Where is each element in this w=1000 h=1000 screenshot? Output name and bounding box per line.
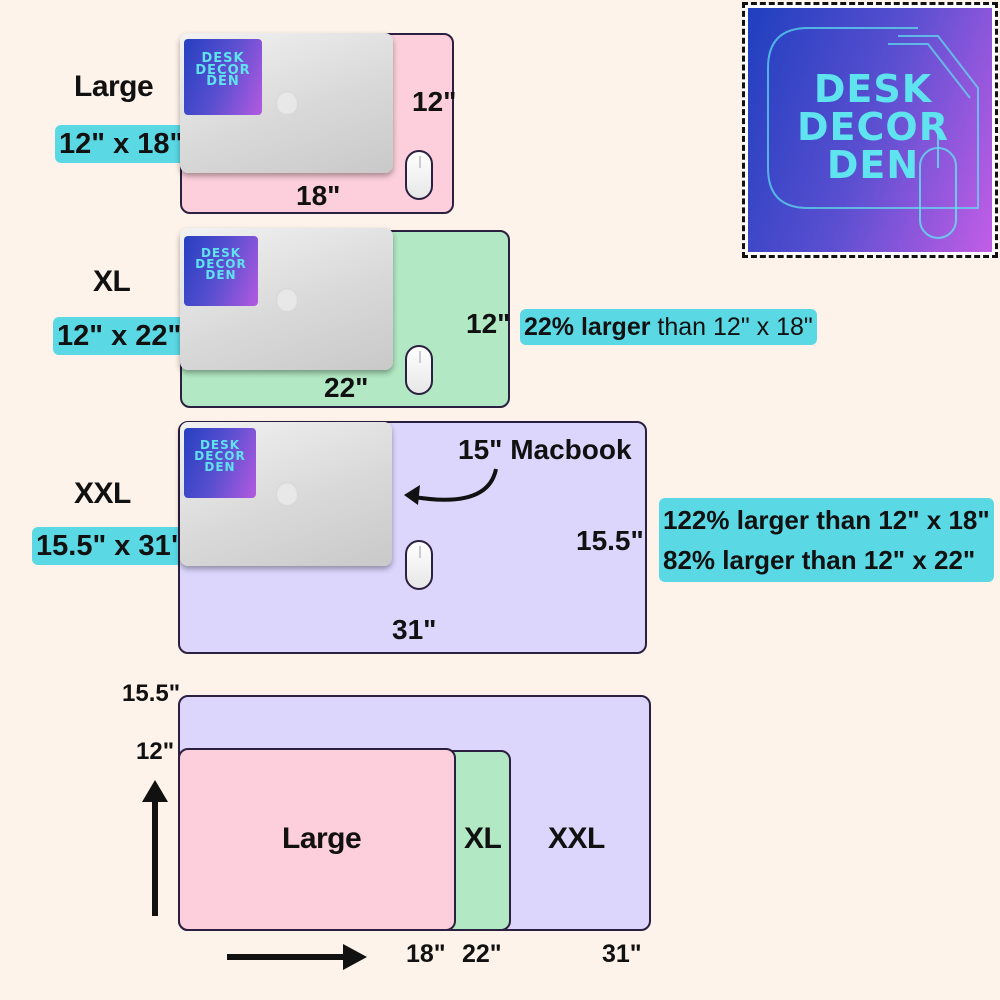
brand-line-1: DESK — [813, 67, 933, 111]
xxl-compare-line-2: 82% larger than 12" x 22" — [663, 545, 976, 575]
compare-xxl-label: XXL — [548, 822, 605, 855]
large-width-label: 18" — [296, 180, 341, 211]
apple-logo-icon — [276, 482, 298, 506]
macbook-callout: 15" Macbook — [458, 434, 632, 465]
compare-large-label: Large — [282, 822, 362, 855]
mouse-image — [405, 540, 433, 590]
apple-logo-icon — [276, 91, 298, 115]
xxl-width-label: 31" — [392, 614, 437, 645]
compare-large-rect — [178, 748, 456, 931]
xxl-compare-badge: 122% larger than 12" x 18" 82% larger th… — [659, 498, 994, 582]
mouse-image — [405, 345, 433, 395]
xl-compare-bold: 22% larger — [524, 313, 651, 341]
y-axis-label-top: 15.5" — [122, 680, 181, 707]
xl-dims-badge: 12" x 22" — [53, 317, 186, 355]
large-title: Large — [74, 70, 154, 103]
xxl-dims-badge: 15.5" x 31" — [32, 527, 189, 565]
mouse-image — [405, 150, 433, 200]
xxl-compare-line-1: 122% larger than 12" x 18" — [663, 505, 990, 535]
y-axis-label-mid: 12" — [136, 738, 175, 765]
compare-xl-label: XL — [464, 822, 502, 855]
brand-logo: DESK DECOR DEN — [742, 2, 998, 258]
arrow-right-icon — [227, 944, 367, 970]
x-axis-label-31: 31" — [602, 940, 642, 968]
large-dims-badge: 12" x 18" — [55, 125, 188, 163]
brand-line-2: DECOR — [797, 105, 949, 149]
xl-compare-badge: 22% larger than 12" x 18" — [520, 309, 817, 345]
xxl-height-label: 15.5" — [576, 525, 644, 556]
xl-width-label: 22" — [324, 372, 369, 403]
brand-line-3: DEN — [826, 143, 920, 187]
arrow-up-icon — [142, 780, 168, 916]
apple-logo-icon — [276, 288, 298, 312]
xl-compare-rest: than 12" x 18" — [650, 313, 813, 341]
x-axis-label-18: 18" — [406, 940, 446, 968]
xl-title: XL — [93, 265, 131, 298]
x-axis-label-22: 22" — [462, 940, 502, 968]
xl-height-label: 12" — [466, 308, 511, 339]
xxl-title: XXL — [74, 477, 131, 510]
curved-arrow-icon — [404, 468, 498, 505]
circuit-lines-icon — [767, 27, 979, 239]
large-height-label: 12" — [412, 86, 457, 117]
